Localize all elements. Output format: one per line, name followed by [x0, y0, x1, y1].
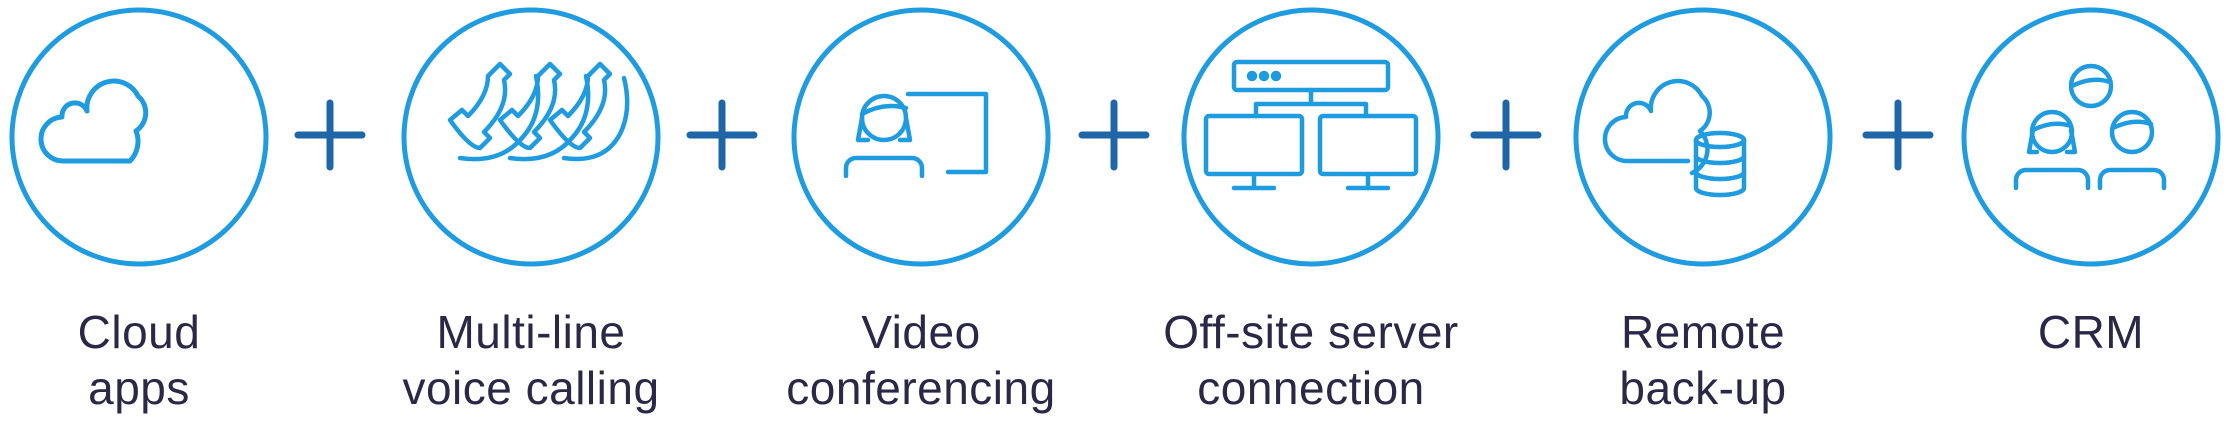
people-group-icon	[1961, 7, 2221, 267]
cloud-icon	[9, 7, 269, 267]
plus-icon	[1470, 99, 1542, 171]
plus-icon	[686, 99, 758, 171]
plus-icon	[1862, 99, 1934, 171]
phone-handsets-icon	[401, 7, 661, 267]
cloud-database-icon	[1573, 7, 1833, 267]
plus-icon	[294, 99, 366, 171]
plus-icon	[1078, 99, 1150, 171]
video-conference-icon	[791, 7, 1051, 267]
feature-label: CRM	[2037, 306, 2145, 358]
server-network-icon	[1181, 7, 1441, 267]
